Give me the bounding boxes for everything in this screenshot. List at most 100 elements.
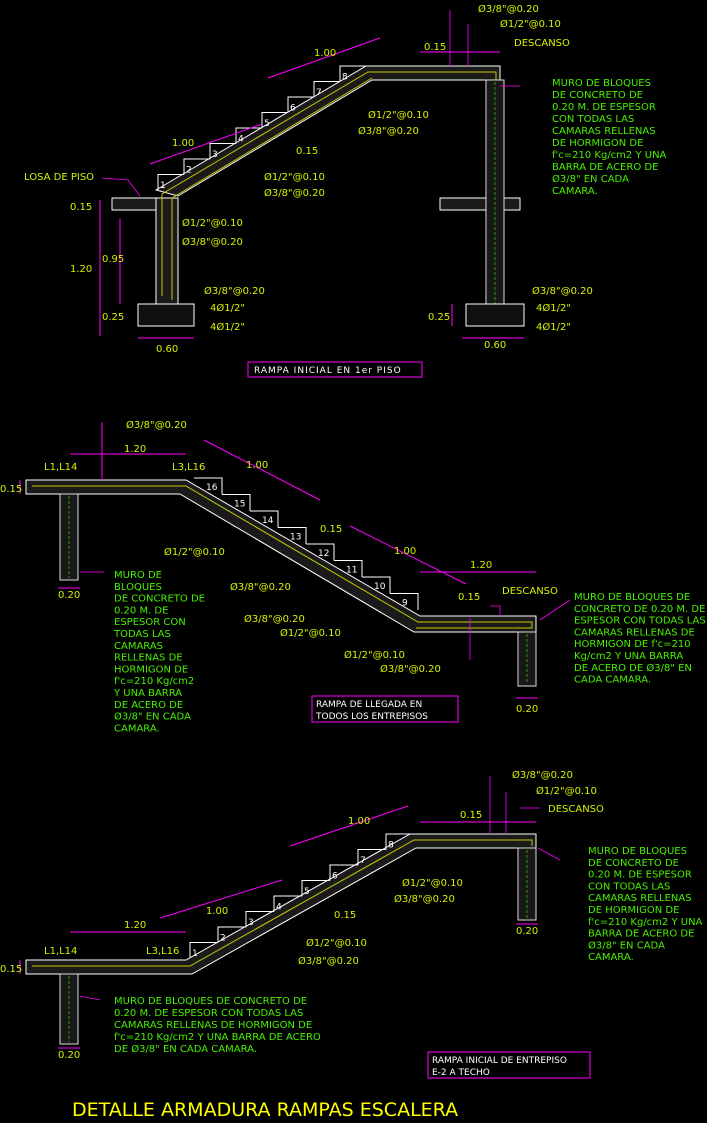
label-dim-l015-2: 0.15 <box>0 484 22 495</box>
label-bar3-2: Ø3/8"@0.20 <box>244 613 305 625</box>
note-line: Ø3/8" EN CADA <box>552 173 629 185</box>
note-line: MURO DE <box>114 570 162 581</box>
step-number: 8 <box>388 841 394 851</box>
step-number: 8 <box>342 73 348 83</box>
block-wall-right-3 <box>517 847 537 921</box>
note-line: CAMARA. <box>588 952 634 963</box>
note-line: MURO DE BLOQUES DE <box>574 592 690 603</box>
detail-name-2b: TODOS LOS ENTREPISOS <box>315 712 428 722</box>
stair-step <box>385 833 414 850</box>
muro-note-bottom-3: MURO DE BLOQUES DE CONCRETO DE0.20 M. DE… <box>114 996 321 1055</box>
step-number: 6 <box>290 104 296 114</box>
label-dim-100a-2: 1.00 <box>246 460 268 471</box>
note-line: BARRA DE ACERO DE <box>588 929 694 940</box>
note-line: CON TODAS LAS <box>588 881 670 892</box>
stair-step <box>306 543 335 561</box>
note-line: CONCRETO DE 0.20 M. DE <box>574 604 705 615</box>
step-number: 4 <box>238 135 244 145</box>
stair-step <box>362 576 391 594</box>
note-line: DE ACERO DE <box>114 700 183 711</box>
stair-step <box>339 65 366 82</box>
note-line: f'c=210 Kg/cm2 Y UNA BARRA DE ACERO <box>114 1032 321 1043</box>
label-dim-120-3: 1.20 <box>124 920 146 931</box>
stair-step <box>245 911 274 927</box>
stair-step <box>261 112 288 128</box>
label-low-bar2-3: Ø3/8"@0.20 <box>298 955 359 967</box>
label-dim-l095: 0.95 <box>102 254 124 265</box>
label-dim-l025: 0.25 <box>102 312 124 323</box>
label-losa-piso: LOSA DE PISO <box>24 172 94 183</box>
label-dim-r060: 0.60 <box>484 340 506 351</box>
label-mid-bar1: Ø1/2"@0.10 <box>368 109 429 121</box>
leader-muro-right-3 <box>537 847 561 861</box>
label-dim-015: 0.15 <box>424 42 446 53</box>
step-number: 10 <box>374 582 386 592</box>
losa-piso-right <box>439 197 521 211</box>
label-dim-r020-2: 0.20 <box>516 704 538 715</box>
label-top-bar1: Ø3/8"@0.20 <box>478 3 539 15</box>
label-dim-l120: 1.20 <box>70 264 92 275</box>
label-bar5-2: Ø1/2"@0.10 <box>344 649 405 661</box>
detail-name-3b: E-2 A TECHO <box>432 1068 490 1078</box>
note-line: Ø3/8" EN CADA <box>588 939 665 951</box>
stair-step <box>287 96 314 113</box>
label-low-bar1: Ø1/2"@0.10 <box>264 171 325 183</box>
dim-line-100b <box>149 123 263 165</box>
note-line: DE Ø3/8" EN CADA CAMARA. <box>114 1043 257 1055</box>
stair-step <box>183 158 210 175</box>
stair-step <box>209 143 236 159</box>
stair-step <box>357 849 386 865</box>
note-line: DE HORMIGON DE <box>552 138 643 149</box>
label-dim-r025: 0.25 <box>428 312 450 323</box>
label-mid-015: 0.15 <box>296 146 318 157</box>
label-frame-3 <box>427 1051 591 1079</box>
stair-step <box>273 895 302 912</box>
label-low-bar1-3: Ø1/2"@0.10 <box>306 937 367 949</box>
step-number: 3 <box>248 918 254 928</box>
label-mid-bar1-3: Ø1/2"@0.10 <box>402 877 463 889</box>
label-tag-l3l16-3: L3,L16 <box>146 946 179 957</box>
label-dim-l020-2: 0.20 <box>58 590 80 601</box>
note-line: MURO DE BLOQUES DE CONCRETO DE <box>114 996 307 1007</box>
label-dim-120: 1.20 <box>124 444 146 455</box>
note-line: DE HORMIGON DE <box>588 905 679 916</box>
stair-step <box>157 174 184 190</box>
label-col-bar2: Ø3/8"@0.20 <box>182 236 243 248</box>
ramp-slab-2 <box>25 479 537 633</box>
note-line: DE CONCRETO DE <box>552 90 643 101</box>
label-descanso-3: DESCANSO <box>548 804 604 815</box>
label-dim-l015-3: 0.15 <box>0 964 22 975</box>
note-line: CAMARAS <box>114 641 163 652</box>
note-line: 0.20 M. DE ESPESOR <box>588 870 692 881</box>
stair-step <box>189 942 218 958</box>
dim-line-100a-2 <box>203 439 321 501</box>
note-line: Kg/cm2 Y UNA BARRA <box>574 651 683 662</box>
note-line: TODAS LAS <box>113 629 171 640</box>
note-line: ESPESOR CON TODAS LAS <box>574 616 706 627</box>
step-number: 5 <box>264 119 270 129</box>
step-number: 3 <box>212 150 218 160</box>
note-line: DE CONCRETO DE <box>588 858 679 869</box>
footing-right <box>465 303 525 327</box>
label-rft-bar3: 4Ø1/2" <box>536 321 571 333</box>
detail-name-3a: RAMPA INICIAL DE ENTREPISO <box>432 1056 567 1066</box>
rebar-top <box>161 71 497 296</box>
note-line: MURO DE BLOQUES <box>552 78 651 89</box>
note-line: f'c=210 Kg/cm2 Y UNA <box>552 150 667 161</box>
step-number: 1 <box>160 181 166 191</box>
dim-line-100a <box>267 37 381 79</box>
dim-line-100a-3 <box>289 805 409 847</box>
label-dim-l020-3: 0.20 <box>58 1050 80 1061</box>
label-mid-015-3: 0.15 <box>334 910 356 921</box>
note-line: 0.20 M. DE ESPESOR CON TODAS LAS <box>114 1008 303 1019</box>
stair-step <box>301 880 330 896</box>
note-line: ESPESOR CON <box>114 617 186 628</box>
label-ft-bar2: 4Ø1/2" <box>210 302 245 314</box>
